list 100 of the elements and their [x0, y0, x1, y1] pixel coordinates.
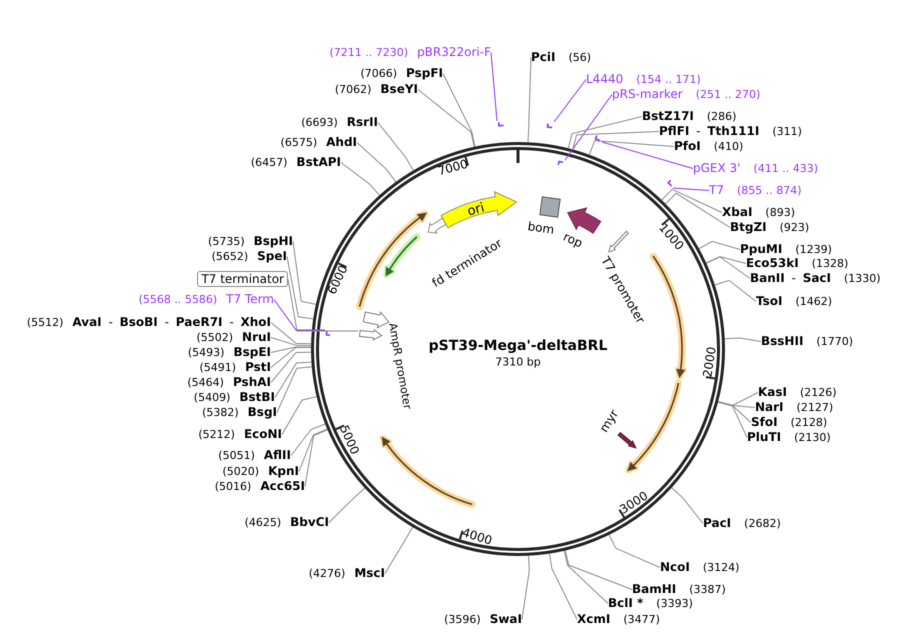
enzyme-site-label: NarI (2127) [755, 400, 834, 415]
leader-line [665, 192, 730, 228]
leader-line [340, 162, 380, 196]
leader-line [724, 338, 762, 342]
leader-line [671, 487, 704, 524]
enzyme-site-label: BssHII (1770) [761, 334, 853, 349]
enzyme-site-label: (7066) PspFI [360, 66, 443, 81]
leader-line [718, 401, 756, 408]
enzyme-site-label: (6457) BstAPI [250, 155, 341, 170]
feature-label: ori [466, 200, 486, 220]
enzyme-site-label: (4625) BbvCI [244, 515, 329, 530]
leader-line [528, 57, 532, 143]
leader-line [549, 553, 578, 620]
enzyme-site-label: PacI (2682) [703, 516, 781, 531]
enzyme-site-label: (5464) PshAI [187, 375, 271, 390]
leader-line [304, 429, 328, 487]
leader-line [270, 346, 312, 368]
feature-arc [625, 379, 683, 474]
enzyme-site-label: (5493) BspEI [188, 345, 271, 360]
primer-label: L4440 (154 .. 171) [586, 72, 701, 87]
leader-line [602, 142, 694, 169]
enzyme-site-label: (5212) EcoNI [198, 427, 282, 442]
feature-arc [649, 252, 688, 380]
leader-line [608, 534, 660, 568]
enzyme-site-label: (5512) AvaI - BsoBI - PaeR7I - XhoI [26, 315, 271, 330]
plasmid-name: pST39-Mega'-deltaBRL [428, 338, 608, 354]
enzyme-site-label: (5502) NruI [196, 330, 271, 345]
feature-label: bom [526, 219, 556, 237]
leader-line [442, 73, 476, 147]
enzyme-site-label: (3596) SwaI [444, 612, 522, 627]
feature-arc [382, 232, 421, 279]
enzyme-site-label: (5652) SpeI [212, 249, 287, 264]
primer-mark [325, 329, 332, 337]
tick-label: 7000 [436, 158, 470, 178]
enzyme-site-label: (5020) KpnI [222, 464, 299, 479]
enzyme-site-label: PfoI (410) [674, 139, 744, 154]
primer-label: T7 (855 .. 874) [709, 183, 802, 198]
leader-line [672, 188, 710, 191]
primer-label: pGEX 3' (411 .. 433) [693, 161, 818, 176]
enzyme-site-label: (5016) Acc65I [214, 479, 305, 494]
leader-line [270, 346, 312, 353]
primer-mark [594, 134, 602, 142]
leader-line [274, 362, 312, 398]
enzyme-site-label: PflFI - Tth111I (311) [659, 124, 802, 139]
leader-line [274, 299, 326, 330]
primer-mark [557, 160, 565, 167]
enzyme-site-label: (5409) BstBI [194, 390, 275, 405]
plasmid-length: 7310 bp [495, 356, 541, 368]
tick-label: 5000 [336, 424, 361, 457]
leader-line [714, 280, 756, 302]
enzyme-site-label: BstZ17I (286) [642, 109, 736, 124]
feature-arc [379, 434, 476, 509]
leader-line [290, 424, 326, 456]
leader-line [276, 366, 312, 413]
feature-arc [355, 210, 429, 311]
enzyme-site-label: (7062) BseYI [334, 82, 418, 97]
leader-line [568, 116, 642, 149]
feature-label: rop [561, 230, 585, 250]
leader-line [270, 352, 312, 383]
enzyme-site-label: (5491) PstI [199, 360, 271, 375]
leader-line [564, 94, 612, 160]
enzyme-site-label: BtgZI (923) [730, 220, 810, 235]
enzyme-site-label: TsoI (1462) [756, 294, 832, 309]
primer-label: (7211 .. 7230) pBR322ori-F [330, 45, 491, 60]
enzyme-site-label: BamHI (3387) [632, 582, 726, 597]
feature-label: AmpR promoter [386, 322, 414, 410]
primer-label: (5568 .. 5586) T7 Term [138, 292, 274, 307]
leader-line [356, 142, 396, 182]
leader-line [384, 526, 414, 574]
enzyme-site-label: BclI * (3393) [608, 596, 693, 611]
leader-line [706, 256, 750, 279]
leader-line [522, 555, 530, 620]
leader-line [718, 402, 748, 438]
leader-line [270, 322, 312, 344]
leader-line [661, 188, 722, 213]
terminator-symbol [358, 328, 383, 341]
primer-label: pRS-marker (251 .. 270) [612, 87, 760, 102]
leader-line [298, 428, 328, 472]
enzyme-site-label: (4276) MscI [308, 566, 385, 581]
leader-line [490, 52, 498, 122]
feature-label: T7 terminator [197, 271, 288, 287]
enzyme-site-label: (5735) BspHI [208, 234, 293, 249]
enzyme-site-label: PpuMI (1239) [740, 242, 832, 257]
enzyme-site-label: PluTI (2130) [747, 430, 831, 445]
leader-line [564, 550, 632, 590]
enzyme-site-label: KasI (2126) [758, 385, 837, 400]
leader-line [286, 256, 314, 320]
primer-mark [497, 121, 505, 128]
leader-line [378, 122, 414, 171]
enzyme-site-label: NcoI (3124) [660, 560, 740, 575]
enzyme-site-label: SfoI (2128) [751, 415, 828, 430]
enzyme-site-label: XbaI (893) [722, 205, 795, 220]
primer-mark [666, 178, 673, 188]
tick-label: 2000 [701, 346, 719, 378]
leader-line [328, 488, 366, 523]
leader-line [282, 396, 318, 435]
leader-line [288, 278, 358, 332]
leader-line [270, 337, 312, 346]
leader-line [698, 240, 740, 250]
leader-line [292, 241, 316, 305]
